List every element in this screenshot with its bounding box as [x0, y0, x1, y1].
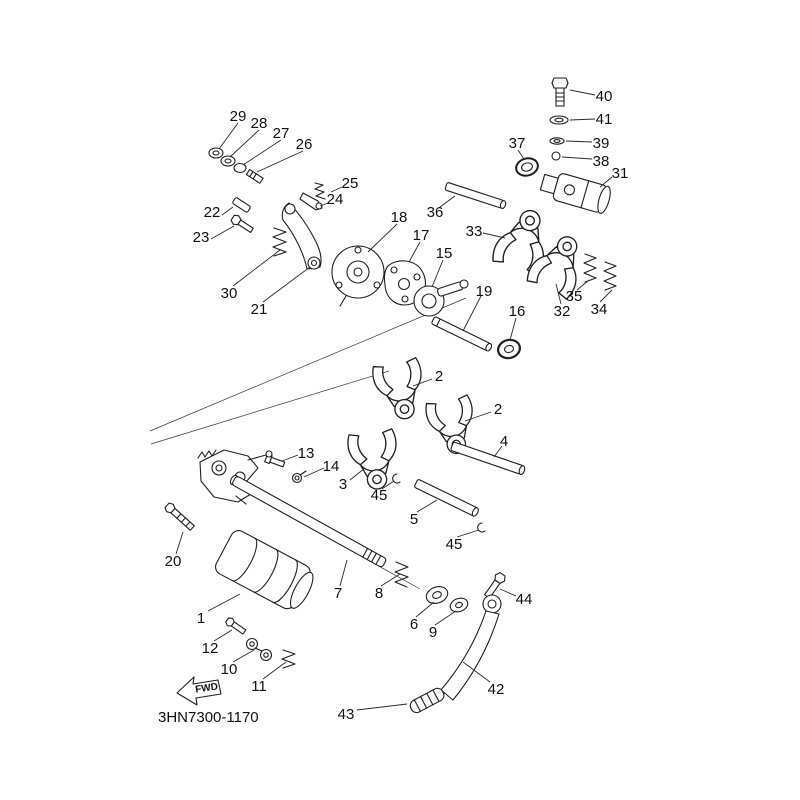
callout-28: 28 [251, 115, 268, 132]
diagram-code: 3HN7300-1170 [158, 709, 259, 726]
part-shaft-19 [431, 316, 493, 352]
callout-22: 22 [204, 204, 221, 221]
callout-20: 20 [165, 553, 182, 570]
callout-34: 34 [591, 301, 608, 318]
callout-10: 10 [221, 661, 238, 678]
callout-38: 38 [593, 153, 610, 170]
part-spring-25 [314, 182, 326, 200]
callout-14: 14 [323, 458, 340, 475]
part-fork-2a [370, 356, 431, 425]
callout-5: 5 [410, 511, 418, 528]
part-lever-24 [299, 192, 323, 211]
callout-30: 30 [221, 285, 238, 302]
part-bolt-40 [551, 77, 569, 107]
part-seal-37 [515, 157, 539, 177]
part-bolt-12 [225, 617, 247, 635]
construction-lines [149, 297, 467, 590]
part-spring-11 [281, 649, 296, 669]
callout-35: 35 [566, 288, 583, 305]
callout-37: 37 [509, 135, 526, 152]
callout-39: 39 [593, 135, 610, 152]
part-pedal-42 [440, 594, 502, 701]
part-fork-3 [345, 427, 403, 493]
callout-25: 25 [342, 175, 359, 192]
callout-45b: 45 [446, 536, 463, 553]
callout-13: 13 [298, 445, 315, 462]
part-washer-stack-26-29 [208, 147, 264, 184]
part-drum-1 [215, 530, 314, 610]
part-washer-9 [449, 597, 469, 613]
callout-2b: 2 [494, 401, 502, 418]
part-plate-18 [331, 245, 385, 307]
part-circlip-45b [477, 522, 486, 533]
callout-1: 1 [197, 610, 205, 627]
callout-29: 29 [230, 108, 247, 125]
part-washer-41 [549, 115, 569, 125]
part-bolt-13 [264, 453, 286, 468]
callout-8: 8 [375, 585, 383, 602]
part-pin-22 [232, 197, 251, 213]
part-shaft-36 [444, 182, 507, 209]
callout-16: 16 [509, 303, 526, 320]
part-bolt-23 [230, 214, 254, 233]
part-fork-32 [524, 226, 594, 301]
part-shift-shaft-7 [229, 474, 387, 568]
callout-42: 42 [488, 681, 505, 698]
callout-32: 32 [554, 303, 571, 320]
callout-41: 41 [596, 111, 613, 128]
callout-17: 17 [413, 227, 430, 244]
part-spring-8 [394, 561, 409, 588]
callout-6: 6 [410, 616, 418, 633]
part-bolt-20 [164, 502, 195, 531]
callout-26: 26 [296, 136, 313, 153]
part-grommet-16 [497, 338, 521, 360]
callout-12: 12 [202, 640, 219, 657]
part-arm-21 [281, 202, 322, 270]
callout-9: 9 [429, 624, 437, 641]
part-plate-17 [383, 260, 426, 306]
callout-labels: 29 28 27 26 25 24 22 23 30 21 18 17 15 1… [165, 88, 629, 723]
callout-7: 7 [334, 585, 342, 602]
part-link-10 [245, 637, 273, 662]
callout-2a: 2 [435, 368, 443, 385]
fwd-arrow: FWD [176, 676, 222, 706]
callout-18: 18 [391, 209, 408, 226]
part-shaft-4 [450, 441, 526, 475]
fwd-label: FWD [195, 681, 219, 695]
callout-33: 33 [466, 223, 483, 240]
part-spring-30 [272, 227, 287, 257]
callout-11: 11 [251, 678, 267, 695]
callout-43: 43 [338, 706, 355, 723]
callout-27: 27 [273, 125, 290, 142]
part-circlip-45a [392, 473, 401, 484]
callout-24: 24 [327, 191, 344, 208]
leader-lines [175, 89, 613, 711]
part-spring-34 [603, 261, 617, 291]
part-clip-14 [291, 470, 307, 484]
callout-23: 23 [193, 229, 210, 246]
callout-4: 4 [500, 433, 508, 450]
part-bolt-44 [484, 572, 506, 599]
part-washer-39 [549, 137, 565, 145]
callout-45a: 45 [371, 487, 388, 504]
callout-3: 3 [339, 476, 347, 493]
callout-40: 40 [596, 88, 613, 105]
callout-36: 36 [427, 204, 444, 221]
callout-19: 19 [476, 283, 493, 300]
callout-21: 21 [251, 301, 268, 318]
callout-31: 31 [612, 165, 629, 182]
callout-15: 15 [436, 245, 453, 262]
part-stopper-15 [413, 279, 469, 317]
part-washer-6 [425, 586, 449, 604]
part-peg-43 [409, 687, 445, 714]
part-shift-cam-31 [539, 173, 611, 214]
part-shaft-5 [414, 479, 479, 517]
part-ball-38 [551, 151, 561, 161]
callout-44: 44 [516, 591, 533, 608]
part-spring-35 [583, 253, 597, 283]
